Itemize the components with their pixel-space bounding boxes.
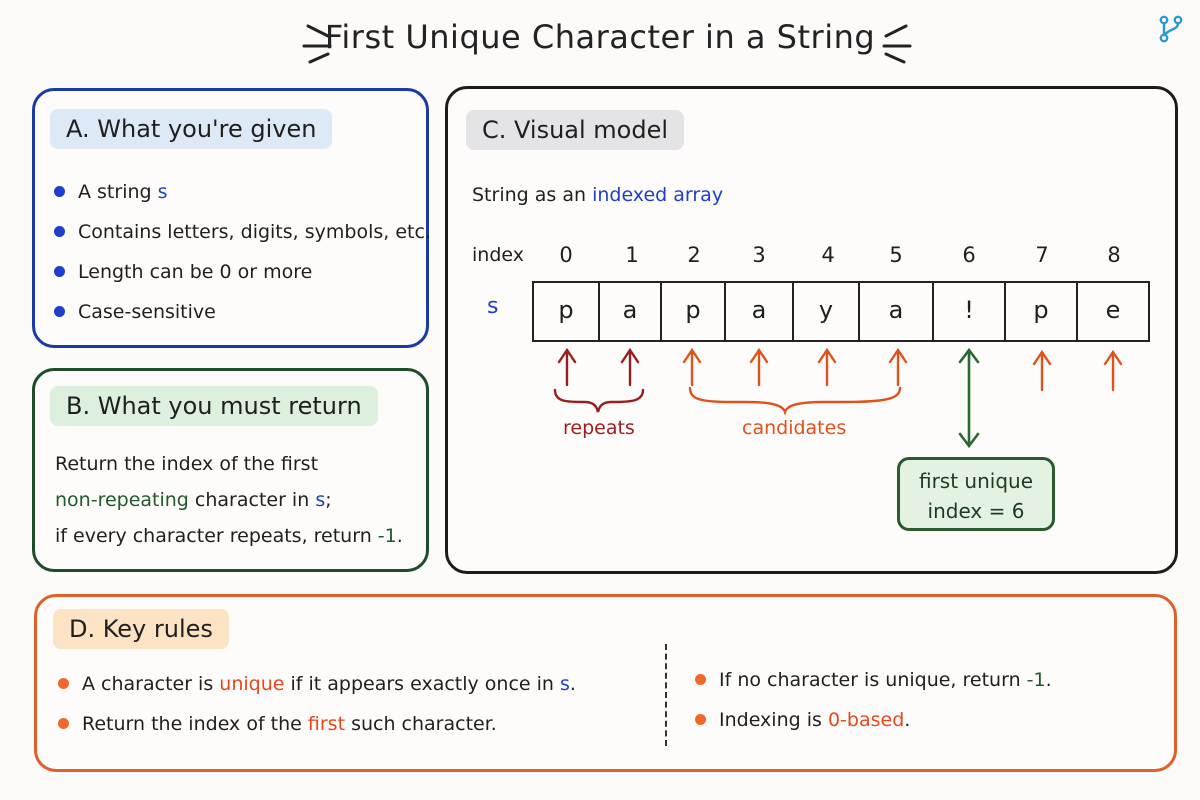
branch-icon[interactable] bbox=[1156, 14, 1186, 44]
index-row-label: index bbox=[472, 244, 524, 266]
list-item: Contains letters, digits, symbols, etc. bbox=[52, 212, 431, 252]
first-unique-callout: first unique index = 6 bbox=[897, 457, 1055, 531]
code-s: s bbox=[315, 489, 326, 511]
code-s: s bbox=[157, 181, 168, 203]
rules-list-left: A character is unique if it appears exac… bbox=[56, 664, 576, 744]
index-number: 1 bbox=[625, 243, 639, 267]
index-number: 7 bbox=[1035, 243, 1049, 267]
candidates-arrows bbox=[682, 347, 1123, 416]
title-decoration-left bbox=[302, 24, 332, 64]
array-cell: e bbox=[1105, 296, 1121, 324]
panel-given-heading: A. What you're given bbox=[50, 109, 333, 149]
highlight-indexed-array: indexed array bbox=[592, 184, 724, 206]
list-item: If no character is unique, return -1. bbox=[693, 660, 1052, 700]
bullet-dot-icon bbox=[58, 678, 69, 689]
highlight-non-repeating: non-repeating bbox=[55, 489, 189, 511]
index-number: 5 bbox=[889, 243, 903, 267]
given-list: A string s Contains letters, digits, sym… bbox=[52, 172, 431, 332]
index-number: 6 bbox=[962, 243, 976, 267]
index-number: 4 bbox=[821, 243, 835, 267]
list-item: Length can be 0 or more bbox=[52, 252, 431, 292]
index-number: 0 bbox=[559, 243, 573, 267]
bullet-dot-icon bbox=[58, 718, 69, 729]
list-item: A string s bbox=[52, 172, 431, 212]
title-decoration-right bbox=[882, 24, 912, 64]
list-item: Return the index of the first such chara… bbox=[56, 704, 576, 744]
index-number: 2 bbox=[687, 243, 701, 267]
code-s: s bbox=[560, 673, 570, 695]
string-array bbox=[532, 281, 1150, 342]
highlight-zero-based: 0-based bbox=[827, 709, 905, 731]
bullet-dot-icon bbox=[695, 714, 706, 725]
return-value: -1 bbox=[377, 525, 397, 547]
highlight-unique: unique bbox=[219, 673, 285, 695]
list-item: Case-sensitive bbox=[52, 292, 431, 332]
return-value: -1 bbox=[1026, 669, 1046, 691]
list-item: Indexing is 0-based. bbox=[693, 700, 1052, 740]
visual-subtitle: String as an indexed array bbox=[472, 184, 724, 206]
array-cell: a bbox=[726, 281, 794, 342]
unique-arrow bbox=[958, 347, 980, 449]
highlight-first: first bbox=[307, 713, 346, 735]
bullet-dot-icon bbox=[54, 266, 65, 277]
array-cell: p bbox=[1006, 281, 1078, 342]
return-description: Return the index of the first non-repeat… bbox=[55, 453, 403, 547]
rules-list-right: If no character is unique, return -1. In… bbox=[693, 660, 1052, 740]
page-title: First Unique Character in a String bbox=[324, 18, 876, 56]
repeats-arrows bbox=[553, 347, 645, 413]
array-cell: p bbox=[662, 281, 726, 342]
string-row-label: s bbox=[487, 294, 499, 319]
panel-visual-model bbox=[445, 86, 1178, 574]
array-cell: p bbox=[534, 281, 600, 342]
array-cell: y bbox=[794, 281, 860, 342]
panel-visual-model-heading: C. Visual model bbox=[466, 110, 685, 150]
repeats-label: repeats bbox=[563, 417, 635, 439]
bullet-dot-icon bbox=[54, 226, 65, 237]
array-cell: a bbox=[600, 281, 662, 342]
bullet-dot-icon bbox=[54, 186, 65, 197]
array-cell: ! bbox=[934, 281, 1006, 342]
arrows-diagram bbox=[553, 347, 1123, 449]
panel-return-heading: B. What you must return bbox=[50, 386, 378, 426]
rules-divider bbox=[665, 644, 667, 746]
bullet-dot-icon bbox=[54, 306, 65, 317]
panel-key-rules-heading: D. Key rules bbox=[53, 609, 229, 649]
array-cell: a bbox=[860, 281, 934, 342]
index-number: 8 bbox=[1107, 243, 1121, 267]
index-number: 3 bbox=[752, 243, 766, 267]
candidates-label: candidates bbox=[742, 417, 847, 439]
list-item: A character is unique if it appears exac… bbox=[56, 664, 576, 704]
bullet-dot-icon bbox=[695, 674, 706, 685]
